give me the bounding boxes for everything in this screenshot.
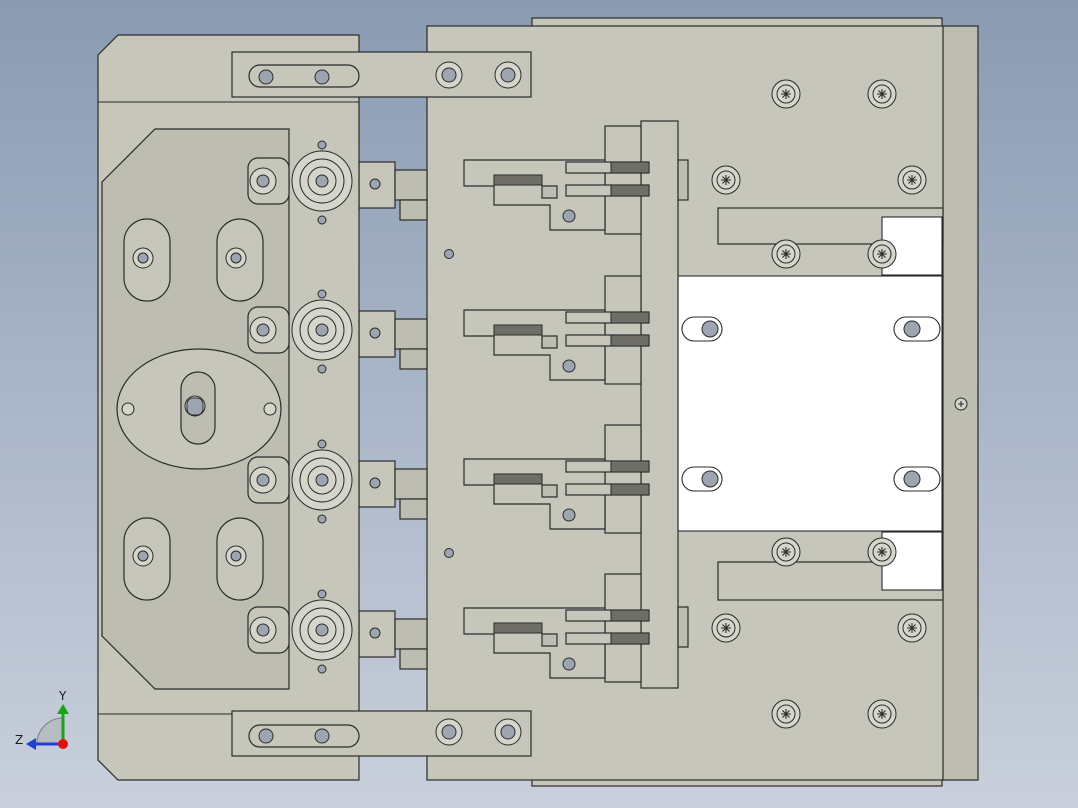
plate-hole-lower xyxy=(444,548,454,558)
triad-origin xyxy=(58,739,68,749)
vertical-bar xyxy=(640,120,679,689)
top-link-bar xyxy=(231,51,532,98)
clamp-unit xyxy=(463,424,650,534)
piston-column xyxy=(247,140,353,674)
connector-rods xyxy=(358,161,428,670)
central-disc xyxy=(116,348,282,470)
clamp-unit xyxy=(463,573,650,683)
coordinate-triad: Y Z xyxy=(15,689,69,750)
triad-arc xyxy=(36,717,64,745)
z-axis-arrow xyxy=(26,738,36,750)
white-panel-slots xyxy=(681,316,941,492)
plate-hole-upper xyxy=(444,249,454,259)
clamp-unit xyxy=(463,125,650,235)
bar-tab-top xyxy=(677,159,689,201)
bar-tab-bottom xyxy=(677,606,689,648)
main-plate-screws xyxy=(711,79,968,729)
bottom-link-bar xyxy=(231,710,532,757)
left-oblong-slots xyxy=(123,218,264,601)
white-panel xyxy=(677,275,943,532)
y-axis-label: Y xyxy=(58,689,67,703)
z-axis-label: Z xyxy=(15,733,23,747)
y-axis-arrow xyxy=(57,704,69,714)
clamp-unit xyxy=(463,275,650,385)
